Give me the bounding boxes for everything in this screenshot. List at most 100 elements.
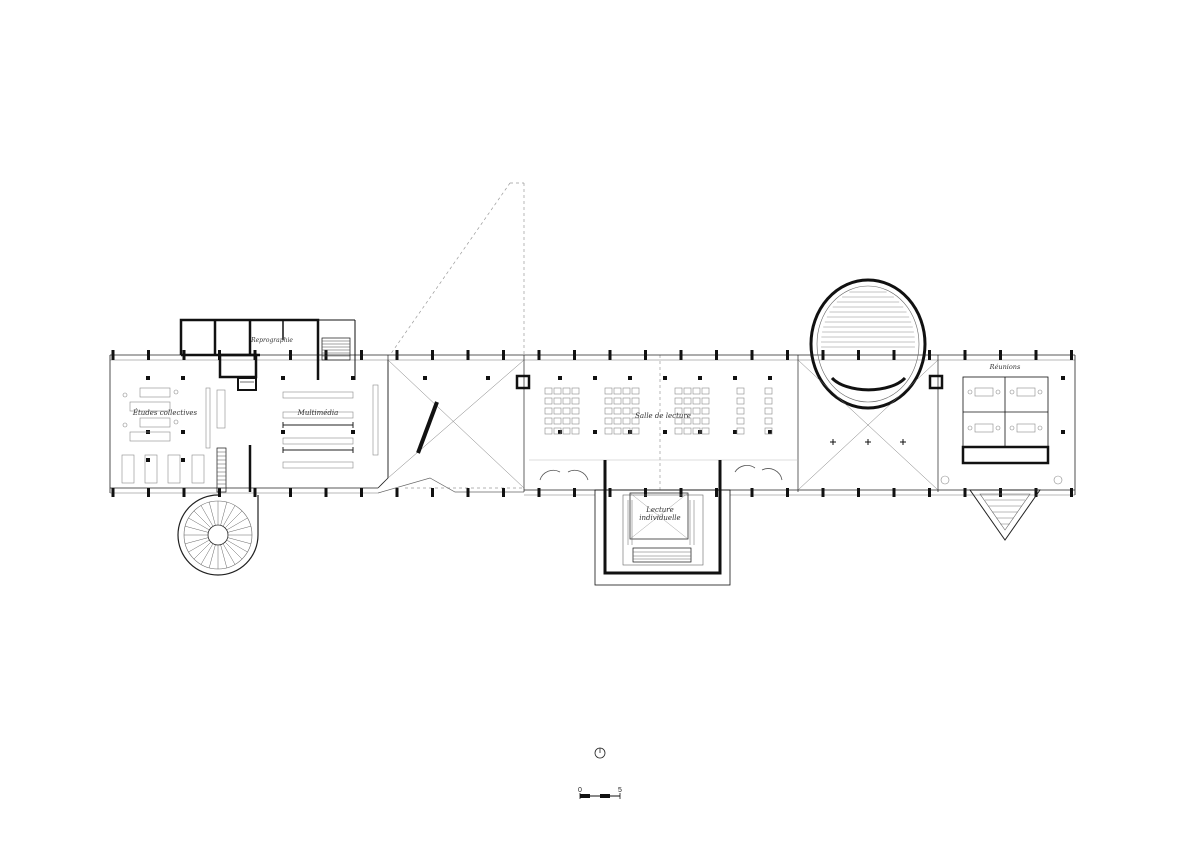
reading-desk bbox=[736, 427, 745, 435]
column-dot bbox=[768, 376, 772, 380]
column-dot bbox=[663, 376, 667, 380]
column-dot bbox=[1061, 376, 1065, 380]
reading-desk bbox=[553, 407, 562, 415]
auditorium bbox=[809, 278, 927, 410]
reading-desk bbox=[692, 387, 701, 395]
reading-desk bbox=[736, 397, 745, 405]
reading-desk bbox=[683, 387, 692, 395]
reading-desk bbox=[553, 387, 562, 395]
reading-tables bbox=[544, 387, 773, 435]
reading-desk bbox=[613, 397, 622, 405]
reading-desk bbox=[631, 407, 640, 415]
reading-desk bbox=[613, 417, 622, 425]
reunions-rooms bbox=[940, 376, 1063, 485]
scale-bar-end-label: 5 bbox=[618, 787, 622, 794]
hall-markers bbox=[830, 439, 906, 445]
reading-desk bbox=[764, 387, 773, 395]
column-dot bbox=[281, 430, 285, 434]
room-label-lecture-line2: individuelle bbox=[639, 514, 680, 522]
reading-desk bbox=[553, 397, 562, 405]
lecture-individuelle-pavilion bbox=[594, 460, 731, 586]
reading-desk bbox=[571, 427, 580, 435]
reading-desk bbox=[701, 427, 710, 435]
spiral-tread bbox=[226, 539, 248, 553]
column-dot bbox=[1061, 430, 1065, 434]
spiral-tread bbox=[185, 537, 209, 545]
reading-desk bbox=[764, 417, 773, 425]
auditorium-hall bbox=[797, 359, 939, 491]
column-dot bbox=[281, 376, 285, 380]
reading-desk bbox=[622, 427, 631, 435]
reading-desk bbox=[571, 417, 580, 425]
spiral-tread bbox=[220, 544, 228, 568]
reading-desk bbox=[604, 387, 613, 395]
spiral-tread bbox=[222, 505, 236, 527]
spiral-tread bbox=[188, 539, 210, 553]
reading-desk bbox=[613, 427, 622, 435]
reading-desk bbox=[622, 387, 631, 395]
column-dot bbox=[733, 430, 737, 434]
spiral-tread bbox=[200, 505, 214, 527]
entrance-hall bbox=[387, 359, 525, 489]
spiral-tread bbox=[227, 537, 251, 545]
column-dot bbox=[733, 376, 737, 380]
reprographie-wing bbox=[179, 318, 356, 391]
reading-desk bbox=[764, 427, 773, 435]
column-dot bbox=[181, 376, 185, 380]
room-label-multimedia: Multimédia bbox=[297, 409, 339, 417]
reading-desk bbox=[736, 417, 745, 425]
reading-desk bbox=[692, 407, 701, 415]
spiral-tread bbox=[188, 517, 210, 531]
reading-room-arcs bbox=[539, 465, 783, 481]
reading-desk bbox=[553, 427, 562, 435]
column-dot bbox=[698, 376, 702, 380]
column-dot bbox=[558, 376, 562, 380]
reading-desk bbox=[571, 407, 580, 415]
reading-desk bbox=[553, 417, 562, 425]
spiral-tread bbox=[222, 543, 236, 565]
reading-desk bbox=[613, 387, 622, 395]
reading-desk bbox=[631, 427, 640, 435]
reading-desk bbox=[631, 417, 640, 425]
spiral-tread bbox=[208, 544, 216, 568]
scale-bar-start-label: 0 bbox=[578, 787, 582, 794]
column-dot bbox=[181, 458, 185, 462]
spiral-tread bbox=[193, 541, 212, 560]
room-label-etudes-collectives: Études collectives bbox=[132, 408, 198, 417]
spiral-tread bbox=[200, 543, 214, 565]
reading-desk bbox=[562, 407, 571, 415]
column-dot bbox=[146, 376, 150, 380]
column-dot bbox=[423, 376, 427, 380]
room-label-lecture-line1: Lecture bbox=[645, 506, 674, 514]
reading-desk bbox=[631, 387, 640, 395]
reading-desk bbox=[764, 407, 773, 415]
reading-desk bbox=[674, 397, 683, 405]
spiral-tread bbox=[224, 541, 243, 560]
spiral-tread bbox=[220, 502, 228, 526]
column-dot bbox=[146, 458, 150, 462]
reading-desk bbox=[571, 387, 580, 395]
column-dot bbox=[768, 430, 772, 434]
reading-desk bbox=[674, 387, 683, 395]
reading-desk bbox=[701, 417, 710, 425]
room-label-reunions: Réunions bbox=[989, 363, 1021, 371]
reading-desk bbox=[544, 407, 553, 415]
reading-desk bbox=[692, 397, 701, 405]
reading-desk bbox=[701, 407, 710, 415]
north-arrow-icon bbox=[594, 747, 606, 759]
reading-desk bbox=[683, 397, 692, 405]
spiral-tread bbox=[208, 502, 216, 526]
column-dot bbox=[558, 430, 562, 434]
scale-bar bbox=[579, 793, 621, 799]
spiral-tread bbox=[226, 517, 248, 531]
reading-desk bbox=[683, 407, 692, 415]
spiral-tread bbox=[185, 525, 209, 533]
reading-desk bbox=[544, 427, 553, 435]
reading-desk bbox=[622, 397, 631, 405]
column-dot bbox=[351, 430, 355, 434]
reading-desk bbox=[701, 397, 710, 405]
column-dot bbox=[663, 430, 667, 434]
reading-desk bbox=[604, 407, 613, 415]
reading-desk bbox=[692, 427, 701, 435]
